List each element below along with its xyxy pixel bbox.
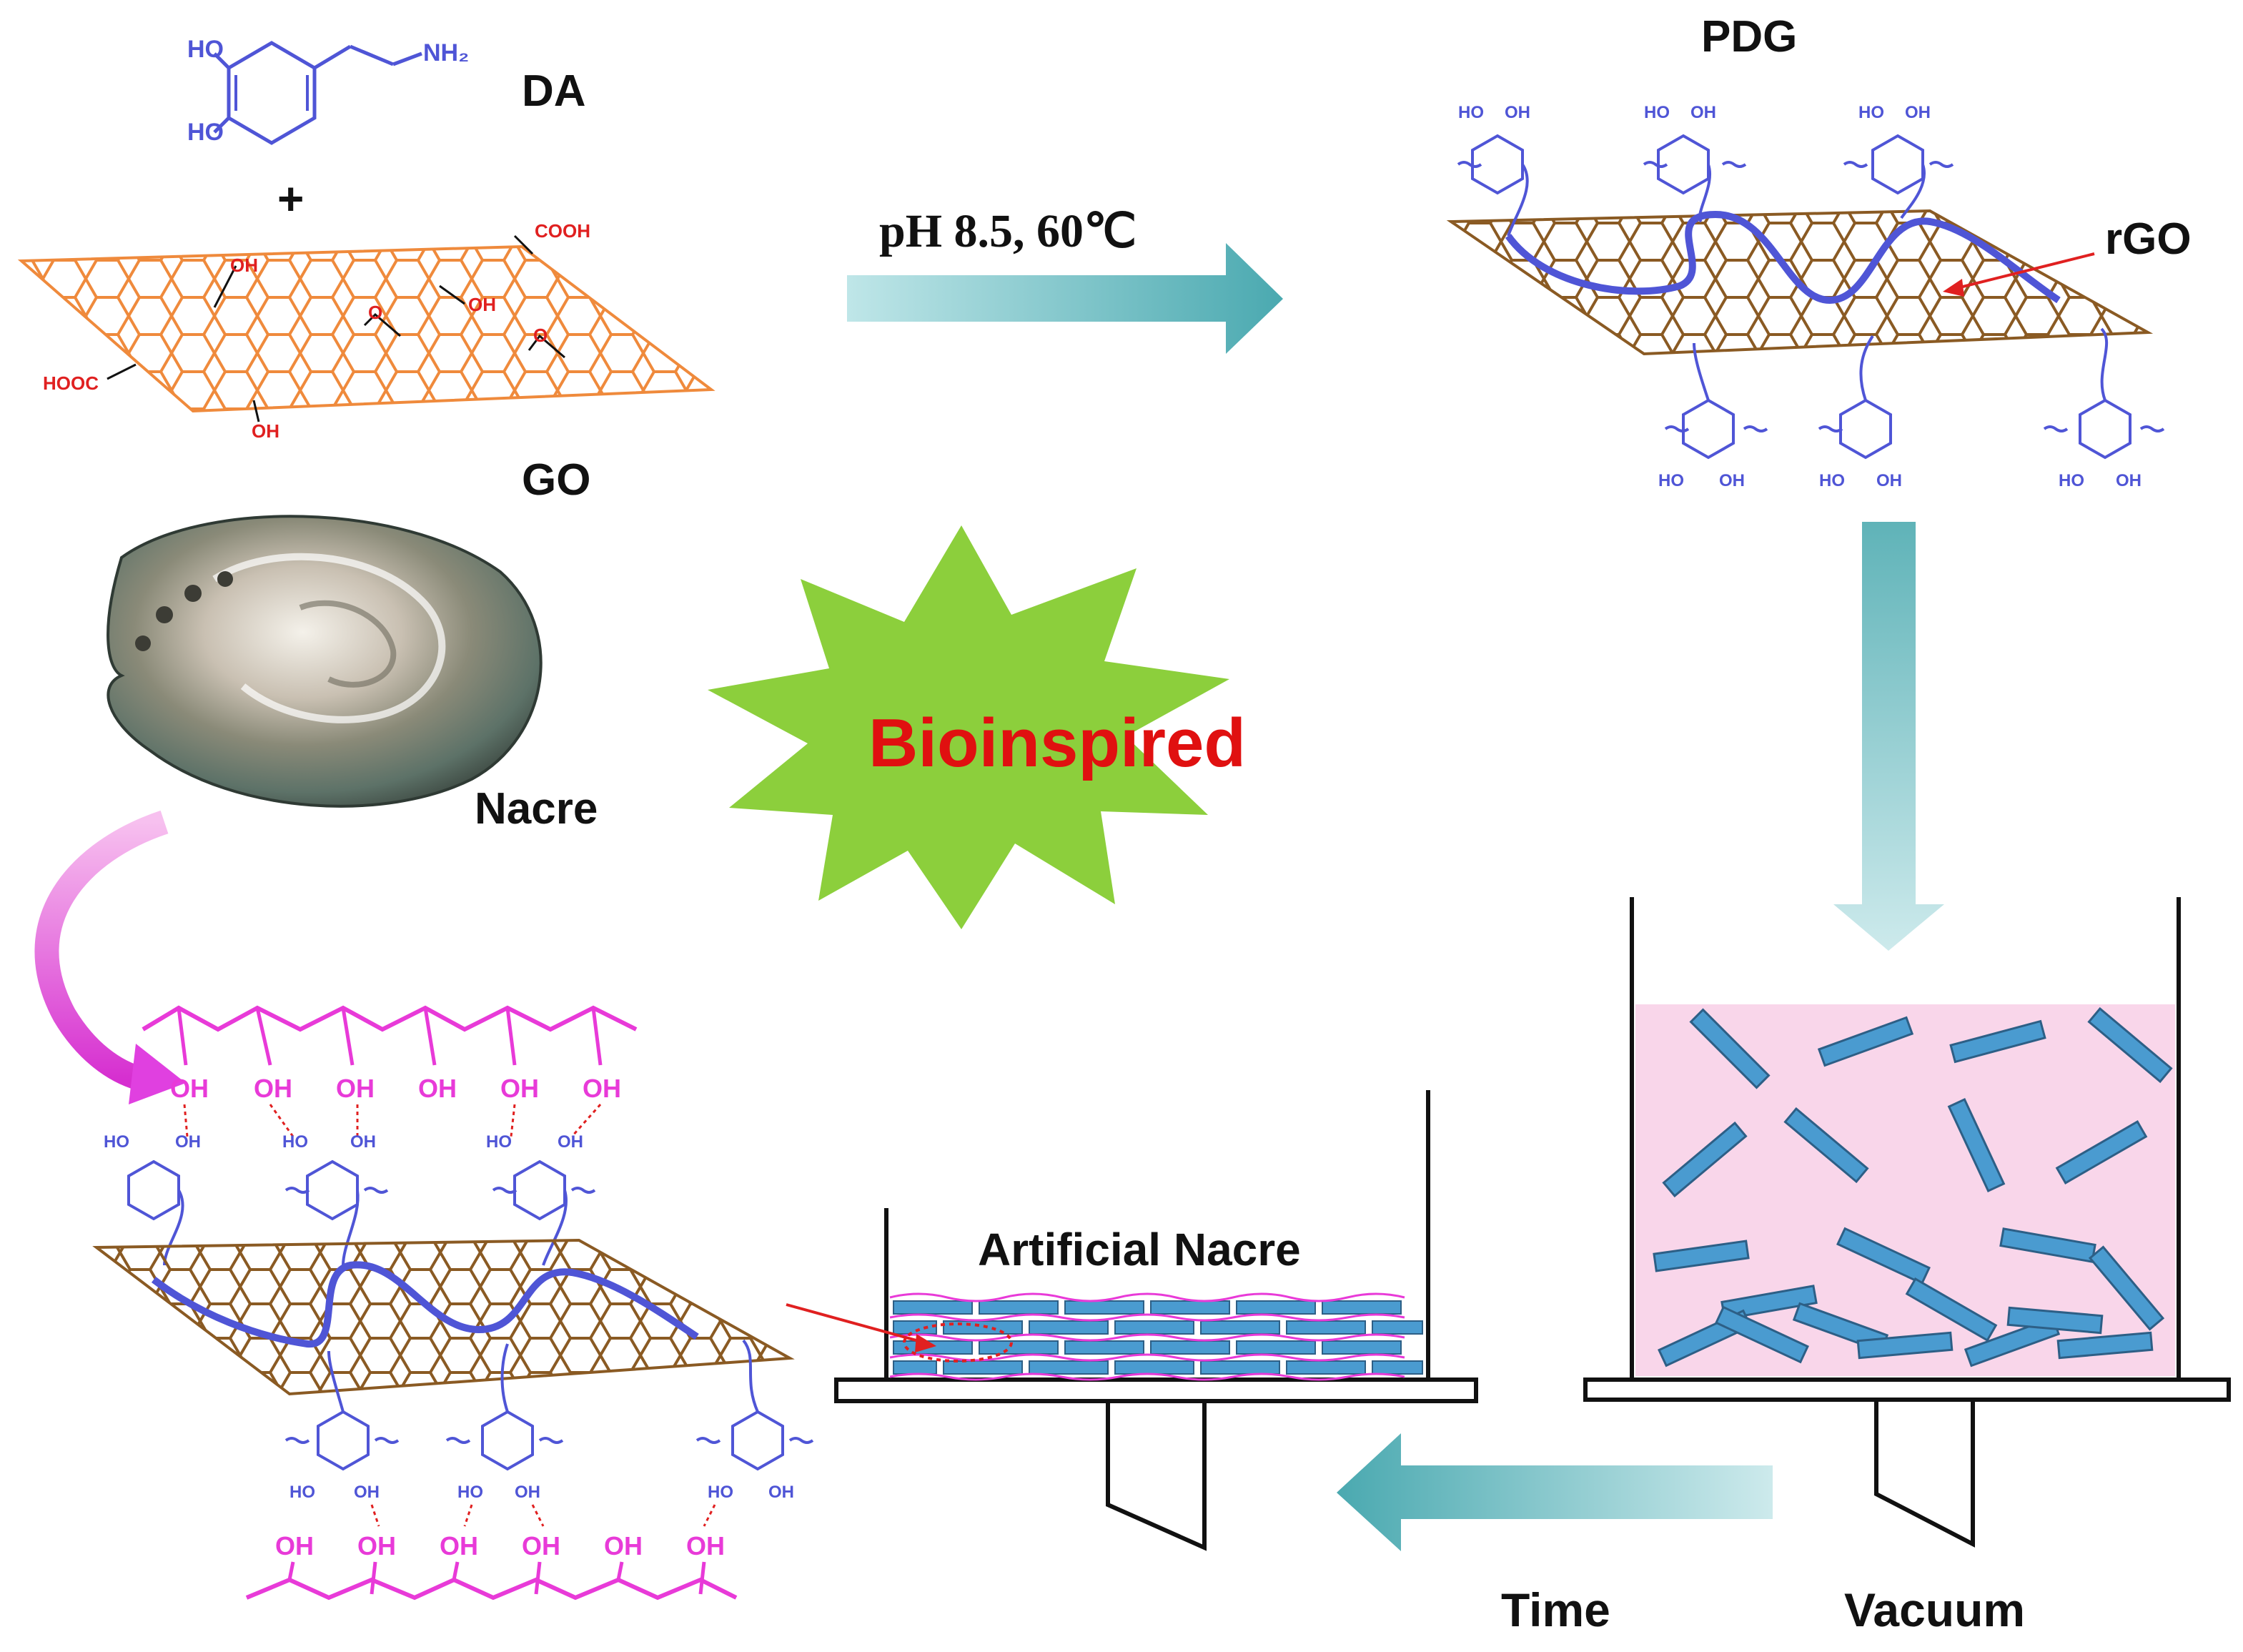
- pdg-ho-1: HO: [1458, 103, 1484, 122]
- vacuum-label: Vacuum: [1844, 1583, 2025, 1636]
- comp-oh-2: OH: [350, 1132, 376, 1152]
- pdg-ho-6: HO: [2059, 471, 2084, 490]
- pva-bottom-oh-5: OH: [604, 1531, 643, 1561]
- comp-ho-2: HO: [282, 1132, 308, 1152]
- pdg-label: PDG: [1701, 12, 1797, 61]
- pva-pdg-composite-structure: OH OH OH OH OH OH HO OH HO OH: [92, 1005, 814, 1601]
- pdg-oh-2: OH: [1690, 103, 1716, 122]
- pva-top-oh-4: OH: [418, 1074, 457, 1103]
- pdg-ho-3: HO: [1858, 103, 1884, 122]
- plus-sign: +: [277, 173, 304, 224]
- comp-oh-3: OH: [558, 1132, 583, 1152]
- pdg-structure: HO OH HO OH HO OH HO OH HO OH HO OH: [1446, 103, 2165, 490]
- comp-oh-1: OH: [175, 1132, 201, 1152]
- nacre-label: Nacre: [475, 784, 598, 834]
- comp-ho-5: HO: [457, 1483, 483, 1502]
- comp-oh-5: OH: [515, 1483, 540, 1502]
- pva-top-oh-1: OH: [170, 1074, 209, 1103]
- da-ho-top: HO: [187, 36, 224, 63]
- pdg-ho-5: HO: [1819, 471, 1845, 490]
- da-label: DA: [522, 66, 586, 116]
- artificial-nacre-film: [786, 1090, 1478, 1551]
- pva-bottom-oh-2: OH: [357, 1531, 396, 1561]
- pva-bottom-oh-6: OH: [686, 1531, 725, 1561]
- go-label: GO: [522, 455, 590, 505]
- pdg-ho-4: HO: [1658, 471, 1684, 490]
- artificial-nacre-label: Artificial Nacre: [978, 1224, 1301, 1275]
- pva-top-oh-5: OH: [500, 1074, 539, 1103]
- comp-ho-1: HO: [104, 1132, 129, 1152]
- arrow-left-time: [1337, 1433, 1773, 1551]
- pdg-oh-5: OH: [1876, 471, 1902, 490]
- abalone-shell-image: [107, 515, 543, 808]
- bioinspired-label: Bioinspired: [868, 705, 1246, 781]
- pdg-oh-6: OH: [2116, 471, 2142, 490]
- go-hooc: HOOC: [43, 372, 99, 394]
- pdg-oh-1: OH: [1505, 103, 1530, 122]
- pdg-ho-2: HO: [1644, 103, 1670, 122]
- arrow-down-to-vacuum: [1833, 522, 1944, 951]
- go-oh-1: OH: [230, 254, 258, 276]
- comp-ho-3: HO: [486, 1132, 512, 1152]
- arrow-right-reaction: [847, 243, 1283, 354]
- comp-ho-6: HO: [708, 1483, 733, 1502]
- pva-top-oh-2: OH: [254, 1074, 292, 1103]
- vacuum-filtration-apparatus: [1583, 897, 2231, 1548]
- pva-bottom-oh-4: OH: [522, 1531, 560, 1561]
- pva-top-oh-3: OH: [336, 1074, 375, 1103]
- reaction-condition: pH 8.5, 60℃: [879, 205, 1137, 257]
- da-ho-bottom: HO: [187, 119, 224, 146]
- pva-bottom-oh-3: OH: [440, 1531, 478, 1561]
- go-cooh: COOH: [535, 220, 590, 242]
- da-nh2: NH₂: [423, 39, 469, 66]
- pdg-oh-4: OH: [1719, 471, 1745, 490]
- go-sheet: COOH OH OH O O HOOC OH: [17, 220, 716, 442]
- pdg-oh-3: OH: [1905, 103, 1931, 122]
- rgo-label: rGO: [2105, 214, 2192, 264]
- comp-oh-4: OH: [354, 1483, 380, 1502]
- go-epoxy-2: O: [533, 325, 548, 346]
- go-oh-2: OH: [468, 294, 496, 315]
- go-oh-3: OH: [252, 420, 279, 442]
- comp-ho-4: HO: [289, 1483, 315, 1502]
- pva-bottom-oh-1: OH: [275, 1531, 314, 1561]
- pva-top-oh-6: OH: [583, 1074, 621, 1103]
- go-epoxy-1: O: [368, 302, 382, 323]
- dopamine-molecule: HO HO NH₂: [187, 36, 469, 146]
- time-label: Time: [1501, 1583, 1610, 1636]
- comp-oh-6: OH: [768, 1483, 794, 1502]
- bioinspired-burst: [708, 525, 1229, 929]
- curved-arrow-nacre-to-structure: [34, 810, 186, 1104]
